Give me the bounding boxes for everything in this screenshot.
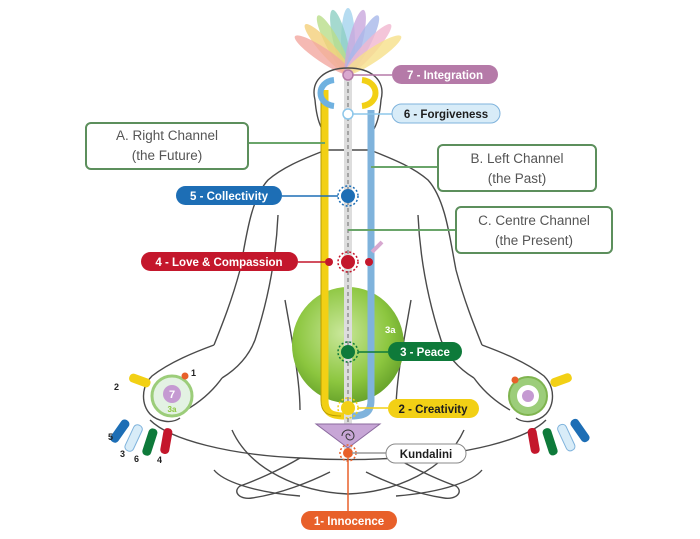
right-channel-subtitle: (the Future) bbox=[132, 148, 203, 163]
body-outline bbox=[142, 67, 554, 500]
pill-integration: 7 - Integration bbox=[392, 65, 498, 84]
head-arc-yellow bbox=[361, 77, 379, 109]
centre-channel-subtitle: (the Present) bbox=[495, 233, 573, 248]
left-hand-num-6: 6 bbox=[134, 454, 139, 464]
left-hand-num-5: 5 bbox=[108, 432, 113, 442]
left-channel-box: B. Left Channel (the Past) bbox=[437, 144, 597, 192]
left-hand-sub-label: 3a bbox=[168, 405, 177, 414]
centre-channel-box: C. Centre Channel (the Present) bbox=[455, 206, 613, 254]
kundalini-triangle bbox=[314, 423, 382, 449]
label-innocence: 1- Innocence bbox=[314, 516, 384, 528]
left-hand-num-4: 4 bbox=[157, 455, 162, 465]
left-hand-center-label: 7 bbox=[169, 389, 175, 401]
head-arc-blue bbox=[317, 77, 335, 109]
right-channel-title: A. Right Channel bbox=[116, 128, 218, 143]
pill-creativity: 2 - Creativity bbox=[388, 399, 479, 418]
chakra-leaders bbox=[282, 74, 392, 512]
vishuddhi-node bbox=[337, 185, 359, 207]
pill-innocence: 1- Innocence bbox=[301, 511, 397, 530]
left-hand-num-2: 2 bbox=[114, 382, 119, 392]
label-creativity: 2 - Creativity bbox=[398, 404, 468, 416]
left-channel-subtitle: (the Past) bbox=[488, 171, 547, 186]
kundalini-coil-icon bbox=[341, 429, 355, 441]
right-channel-box: A. Right Channel (the Future) bbox=[85, 122, 249, 170]
centre-channel-title: C. Centre Channel bbox=[478, 213, 590, 228]
pill-love: 4 - Love & Compassion bbox=[141, 252, 298, 271]
pill-collectivity: 5 - Collectivity bbox=[176, 186, 282, 205]
left-channel-title: B. Left Channel bbox=[470, 151, 563, 166]
label-integration: 7 - Integration bbox=[407, 70, 483, 82]
crown-lotus bbox=[294, 8, 402, 76]
label-peace: 3 - Peace bbox=[400, 347, 450, 359]
agnya-node bbox=[342, 108, 354, 120]
pill-kundalini: Kundalini bbox=[385, 443, 467, 464]
left-hand-num-3: 3 bbox=[120, 449, 125, 459]
pill-peace: 3 - Peace bbox=[388, 342, 462, 361]
pill-forgiveness: 6 - Forgiveness bbox=[391, 103, 501, 124]
right-hand-chakras bbox=[508, 373, 590, 456]
label-forgiveness: 6 - Forgiveness bbox=[404, 109, 488, 121]
label-kundalini: Kundalini bbox=[400, 449, 452, 461]
sahasrara-node bbox=[342, 69, 354, 81]
void-label: 3a bbox=[385, 325, 396, 336]
left-hand-num-1: 1 bbox=[191, 368, 196, 378]
left-hand-chakras: 7 3a 1 2 5 3 6 4 bbox=[108, 368, 196, 465]
label-love: 4 - Love & Compassion bbox=[155, 257, 282, 269]
channel-leaders bbox=[248, 142, 456, 231]
label-collectivity: 5 - Collectivity bbox=[190, 191, 269, 203]
heart-node bbox=[325, 240, 384, 273]
